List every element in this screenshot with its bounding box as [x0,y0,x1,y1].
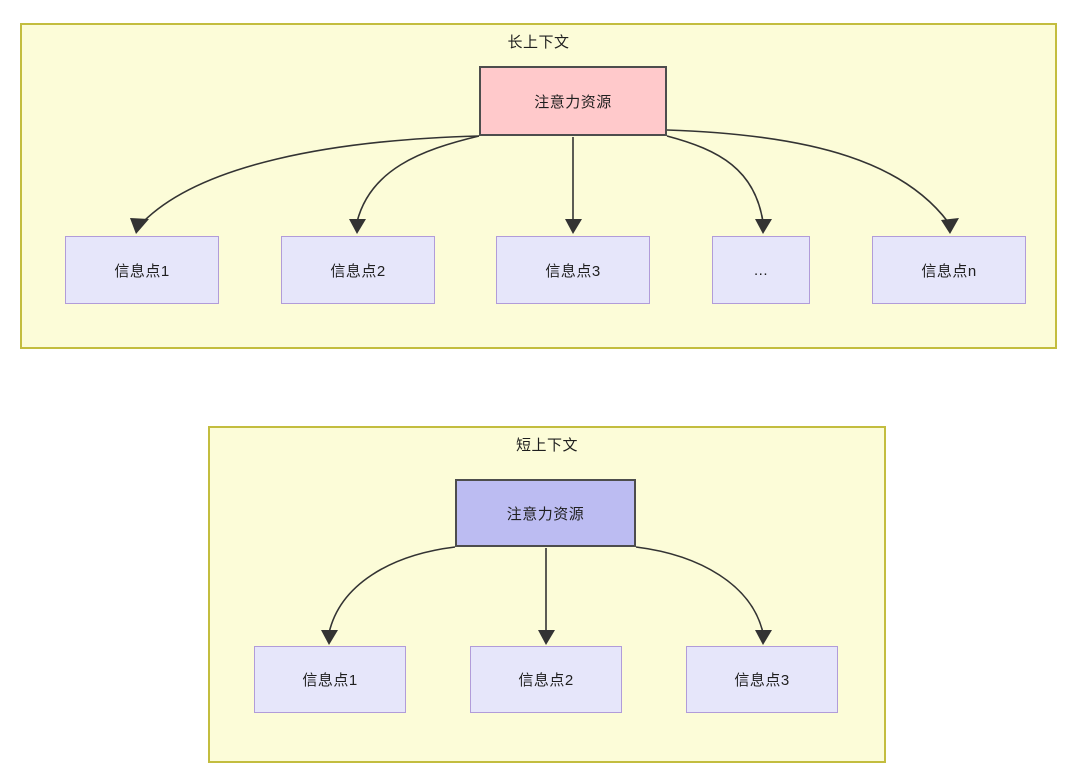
long-context-leaf-n[interactable]: 信息点n [872,236,1026,304]
long-context-leaf-2[interactable]: 信息点2 [281,236,435,304]
short-context-leaf-1[interactable]: 信息点1 [254,646,406,713]
long-context-leaf-2-label: 信息点2 [330,262,386,280]
long-context-root-node[interactable]: 注意力资源 [479,66,667,136]
short-context-leaf-3-label: 信息点3 [734,672,790,689]
panel-short-context-title: 短上下文 [515,437,578,454]
short-context-root-label: 注意力资源 [506,505,585,523]
short-context-root-node[interactable]: 注意力资源 [455,479,636,547]
panel-long-context-title: 长上下文 [507,34,570,51]
long-context-leaf-3-label: 信息点3 [545,262,601,280]
short-context-leaf-3[interactable]: 信息点3 [686,646,838,713]
short-context-leaf-1-label: 信息点1 [302,672,358,689]
short-context-leaf-2-label: 信息点2 [518,672,574,689]
long-context-leaf-1[interactable]: 信息点1 [65,236,219,304]
short-context-leaf-2[interactable]: 信息点2 [470,646,622,713]
long-context-leaf-ellipsis-label: ... [753,261,768,279]
long-context-leaf-n-label: 信息点n [921,262,977,280]
long-context-leaf-1-label: 信息点1 [114,262,170,280]
long-context-root-label: 注意力资源 [534,93,612,111]
long-context-leaf-3[interactable]: 信息点3 [496,236,650,304]
long-context-leaf-ellipsis[interactable]: ... [712,236,810,304]
